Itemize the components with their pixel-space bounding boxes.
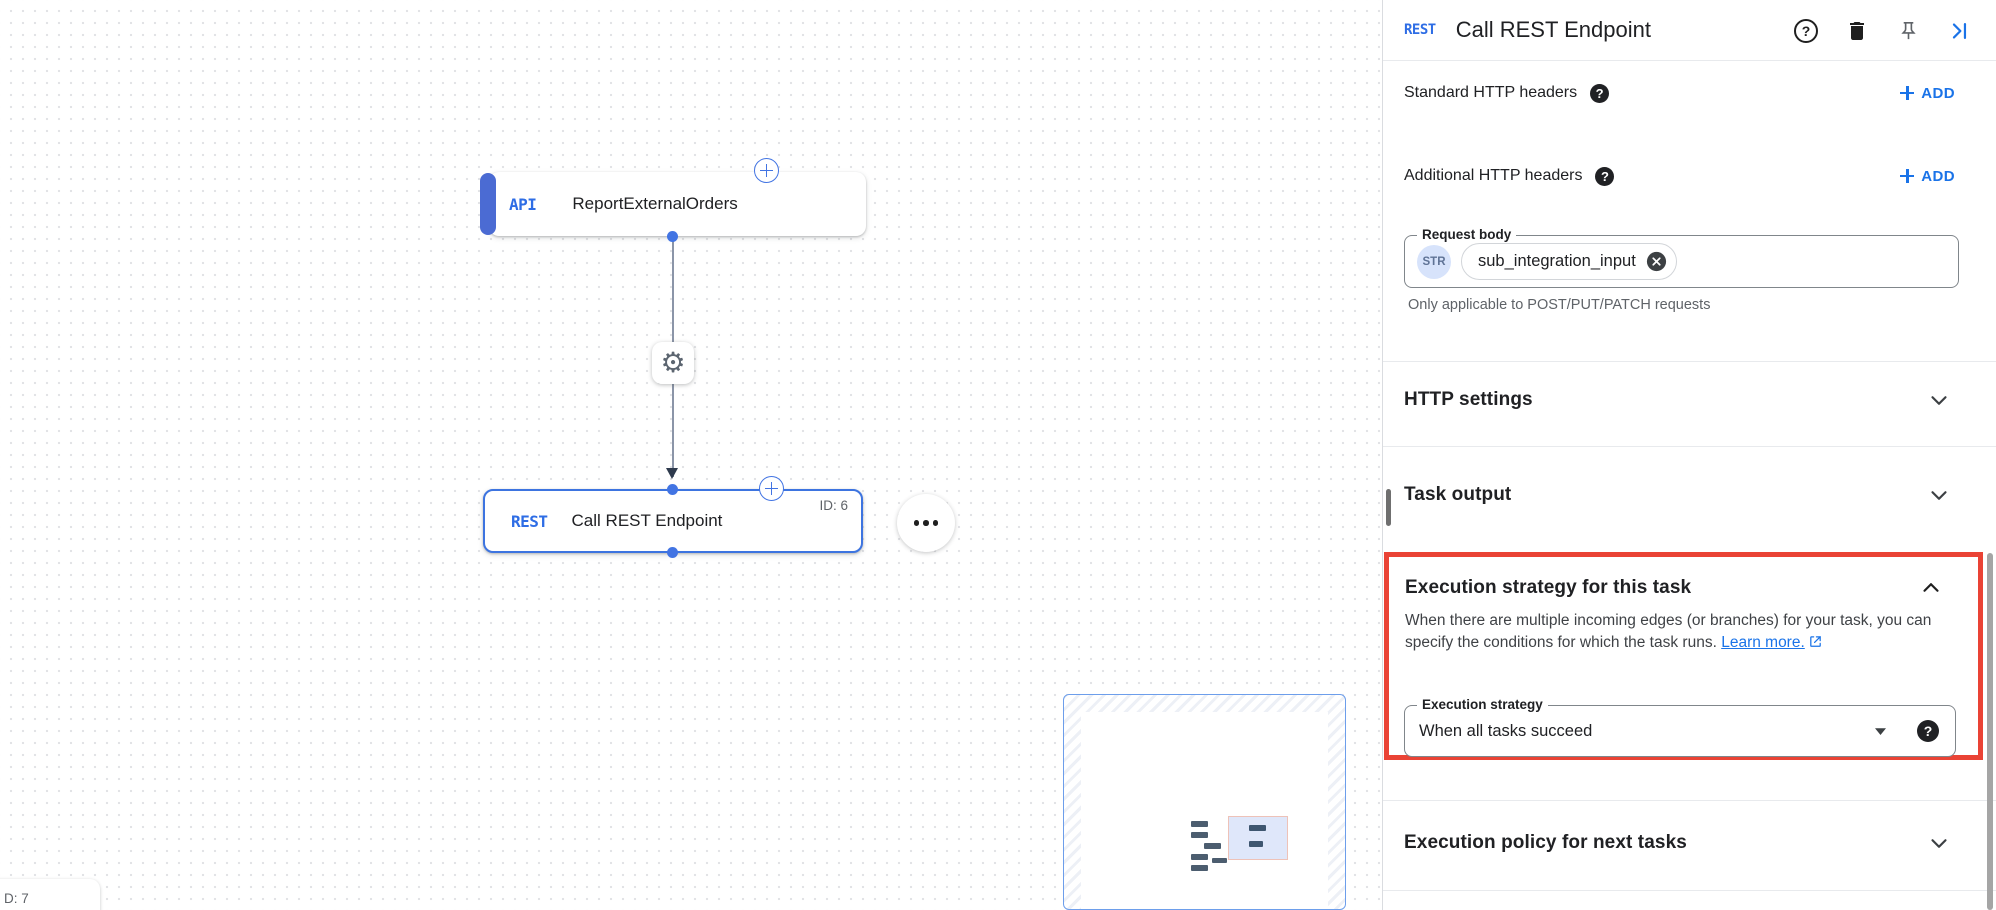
panel-header: REST Call REST Endpoint ?	[1383, 0, 1996, 61]
minimap-node-mark	[1212, 858, 1227, 863]
section-task-output[interactable]: Task output	[1404, 473, 1952, 517]
task-output-port[interactable]	[667, 547, 678, 558]
trigger-node[interactable]: API ReportExternalOrders	[480, 172, 866, 236]
minimap-node-mark	[1249, 841, 1263, 847]
add-task-above-button[interactable]	[754, 158, 779, 183]
plus-icon	[1900, 169, 1915, 183]
add-task-button[interactable]	[759, 476, 784, 501]
task-id-badge: ID: 6	[819, 498, 848, 513]
section-http-settings[interactable]: HTTP settings	[1404, 378, 1952, 422]
panel-scrollbar[interactable]	[1987, 553, 1993, 910]
request-body-label: Request body	[1417, 227, 1517, 242]
trigger-accent-bar	[480, 173, 496, 235]
plus-icon	[760, 477, 783, 500]
rest-task-icon: REST	[1404, 22, 1436, 38]
chevron-down-icon	[1931, 396, 1947, 405]
variable-chip[interactable]: sub_integration_input	[1461, 243, 1677, 280]
rest-task-icon: REST	[511, 511, 548, 531]
task-config-panel: REST Call REST Endpoint ? Standard HTTP …	[1382, 0, 1996, 910]
execution-strategy-description: When there are multiple incoming edges (…	[1405, 612, 1932, 651]
add-standard-header-button[interactable]: ADD	[1900, 85, 1955, 102]
minimap-node-mark	[1191, 832, 1208, 838]
edge-arrowhead-icon	[666, 468, 678, 479]
pin-icon	[1900, 22, 1916, 40]
request-body-helper-text: Only applicable to POST/PUT/PATCH reques…	[1408, 297, 1711, 313]
divider	[1383, 890, 1996, 891]
api-trigger-icon: API	[509, 194, 537, 214]
learn-more-link[interactable]: Learn more.	[1721, 634, 1805, 651]
collapse-panel-button[interactable]	[1946, 18, 1972, 44]
remove-variable-icon[interactable]	[1645, 250, 1668, 273]
minimap-node-mark	[1204, 843, 1221, 849]
execution-strategy-value: When all tasks succeed	[1419, 721, 1593, 740]
more-options-button[interactable]	[897, 494, 955, 552]
dot-icon	[932, 520, 939, 526]
additional-headers-row: Additional HTTP headers ? ADD	[1404, 157, 1955, 195]
task-node-title: Call REST Endpoint	[571, 511, 723, 530]
divider	[1383, 446, 1996, 447]
partial-task-node[interactable]	[0, 879, 100, 910]
panel-title: Call REST Endpoint	[1455, 17, 1651, 42]
trigger-node-title: ReportExternalOrders	[572, 194, 738, 213]
section-execution-strategy[interactable]: Execution strategy for this task	[1405, 575, 1944, 601]
standard-headers-label: Standard HTTP headers	[1404, 84, 1578, 101]
execution-strategy-select[interactable]: Execution strategy When all tasks succee…	[1404, 697, 1956, 757]
help-icon: ?	[1794, 18, 1818, 43]
help-icon[interactable]: ?	[1590, 83, 1610, 103]
panel-scrollbar-thumb[interactable]	[1386, 489, 1391, 526]
section-execution-policy[interactable]: Execution policy for next tasks	[1404, 821, 1952, 865]
help-icon[interactable]: ?	[1595, 166, 1615, 186]
collapse-right-icon	[1952, 22, 1967, 39]
additional-headers-label: Additional HTTP headers	[1404, 167, 1583, 184]
minimap-node-mark	[1191, 821, 1208, 827]
dropdown-caret-icon	[1875, 727, 1886, 735]
dot-icon	[913, 520, 920, 526]
help-button[interactable]: ?	[1793, 18, 1819, 44]
execution-strategy-highlight: Execution strategy for this task When th…	[1384, 552, 1983, 760]
help-icon[interactable]: ?	[1917, 720, 1939, 742]
request-body-field[interactable]: Request body STR sub_integration_input	[1404, 227, 1959, 288]
minimap-surface	[1081, 712, 1328, 909]
minimap-node-mark	[1191, 854, 1208, 860]
chevron-down-icon	[1931, 491, 1947, 500]
execution-strategy-label: Execution strategy	[1417, 697, 1548, 712]
minimap-viewport[interactable]	[1228, 816, 1288, 860]
minimap-node-mark	[1191, 865, 1208, 871]
partial-task-id-badge: D: 7	[4, 891, 29, 906]
task-node[interactable]: REST Call REST Endpoint ID: 6	[483, 489, 863, 553]
string-type-chip: STR	[1417, 244, 1451, 279]
divider	[1383, 800, 1996, 801]
plus-icon	[755, 159, 778, 182]
gear-icon: ⚙	[660, 346, 686, 379]
divider	[1383, 361, 1996, 362]
chevron-up-icon	[1923, 583, 1939, 592]
pin-panel-button[interactable]	[1895, 18, 1921, 44]
external-link-icon	[1809, 636, 1821, 647]
task-input-port[interactable]	[667, 484, 678, 495]
chevron-down-icon	[1931, 839, 1947, 848]
canvas-minimap[interactable]	[1063, 694, 1346, 910]
trigger-output-port[interactable]	[667, 231, 678, 242]
trash-icon	[1850, 21, 1864, 40]
minimap-node-mark	[1249, 825, 1266, 831]
delete-task-button[interactable]	[1844, 18, 1870, 44]
plus-icon	[1900, 86, 1915, 100]
standard-headers-row: Standard HTTP headers ? ADD	[1404, 74, 1955, 112]
dot-icon	[923, 520, 929, 526]
add-additional-header-button[interactable]: ADD	[1900, 168, 1955, 185]
edge-settings-button[interactable]: ⚙	[652, 342, 694, 384]
variable-chip-value: sub_integration_input	[1478, 252, 1636, 270]
